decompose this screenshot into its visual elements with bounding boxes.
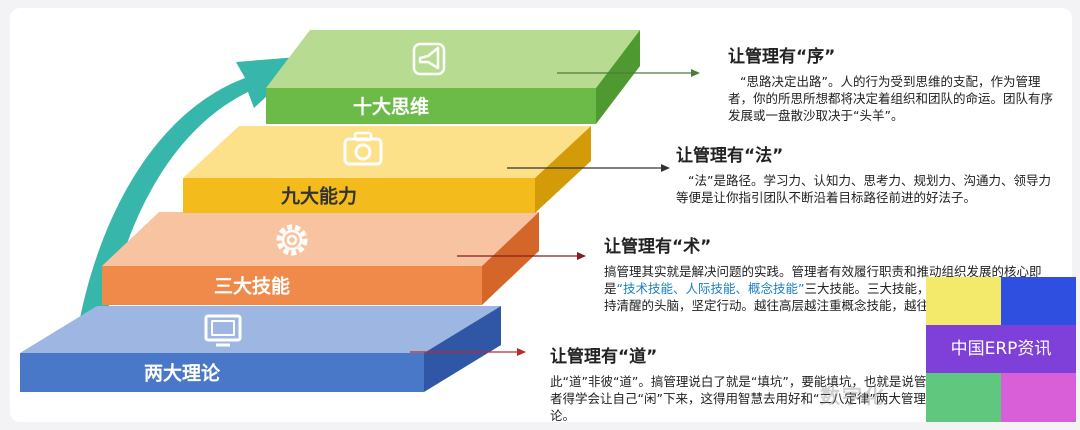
step-thinking-side-face — [596, 30, 640, 124]
section-technique-highlight: “技术技能、人际技能、概念技能” — [616, 281, 805, 296]
step-abilities-label: 九大能力 — [280, 185, 357, 208]
step-theories-label: 两大理论 — [144, 362, 221, 385]
connector-arrow-skills-head — [577, 252, 586, 260]
brand-logo-text: 中国ERP资讯 — [926, 325, 1076, 373]
brand-logo: 中国ERP资讯 — [926, 277, 1076, 422]
watermark-text: 数字化 — [820, 384, 886, 408]
section-way: 让管理有“道” 此“道”非彼“道”。搞管理说白了就是“填坑”，要能填坑，也就是说… — [550, 342, 950, 422]
connector-arrow-thinking-head — [691, 69, 700, 77]
section-order-title: 让管理有“序” — [728, 47, 836, 67]
section-order-body: “思路决定出路”。人的行为受到思维的支配，作为管理者，你的所思所想都将决定着组织… — [728, 74, 1054, 123]
connector-arrow-theories-head — [517, 348, 526, 356]
megaphone-icon — [412, 42, 446, 76]
step-theories-top-face — [20, 306, 501, 353]
section-technique-title: 让管理有“术” — [604, 237, 712, 257]
step-thinking-front-face — [266, 88, 596, 124]
monitor-icon — [204, 314, 242, 347]
step-thinking-label: 十大思维 — [353, 95, 429, 118]
section-method-body: “法”是路径。学习力、认知力、思考力、规划力、沟通力、领导力等便是让你指引团队不… — [676, 173, 1051, 205]
step-skills-label: 三大技能 — [214, 275, 290, 298]
step-skills-side-face — [482, 212, 539, 305]
step-abilities-side-face — [535, 126, 591, 213]
step-theories-front-face — [20, 353, 424, 392]
camera-icon — [343, 131, 383, 166]
connector-arrow-abilities-head — [661, 164, 670, 172]
step-thinking-top-face — [266, 30, 640, 88]
step-abilities-front-face — [183, 178, 535, 213]
section-order: 让管理有“序” “思路决定出路”。人的行为受到思维的支配，作为管理者，你的所思所… — [728, 42, 1060, 124]
section-method: 让管理有“法” “法”是路径。学习力、认知力、思考力、规划力、沟通力、领导力等便… — [676, 141, 1062, 206]
section-method-title: 让管理有“法” — [676, 146, 784, 166]
section-way-body: 此“道”非彼“道”。搞管理说白了就是“填坑”，要能填坑，也就是说管理者得学会让自… — [550, 374, 939, 422]
step-skills-front-face — [102, 266, 482, 305]
diagram-card: 两大理论 三大技能 九大能力 十大思维 让管理有“序” “思路决定出路”。人的行为受到… — [10, 8, 1072, 422]
step-skills-top-face — [102, 212, 539, 266]
step-abilities-top-face — [183, 126, 591, 178]
section-technique-body-pre: 搞管理其实就是解决问题的实践。管理者有效履行职责和推动组织发展的核心即是 — [604, 264, 1042, 296]
step-theories-side-face — [424, 306, 501, 392]
section-way-title: 让管理有“道” — [550, 347, 658, 367]
gear-icon — [276, 224, 308, 256]
staircase-diagram: 两大理论 三大技能 九大能力 十大思维 — [20, 30, 700, 392]
